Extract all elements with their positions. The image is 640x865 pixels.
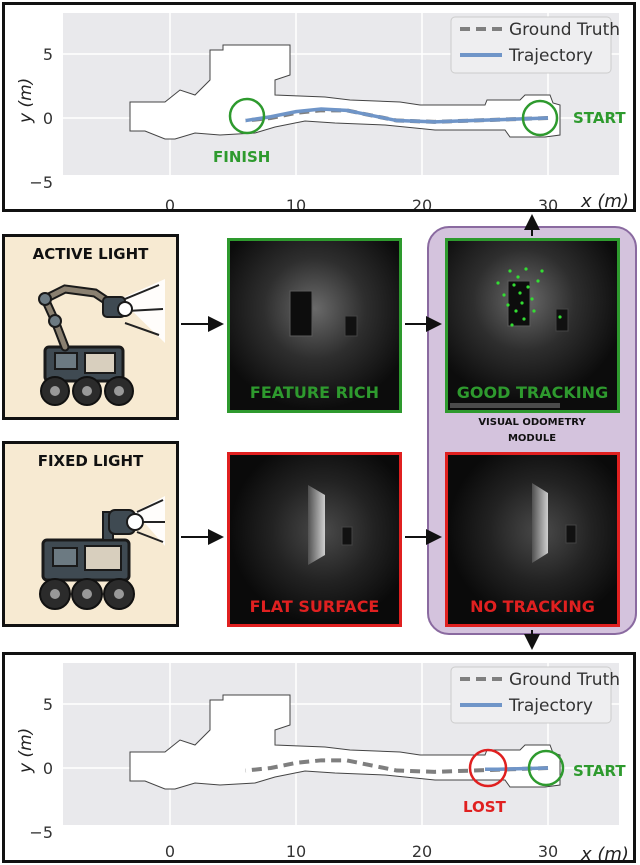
- legend-trajectory-label: Trajectory: [508, 696, 593, 716]
- legend: Ground Truth Trajectory: [450, 16, 620, 74]
- active-light-title: ACTIVE LIGHT: [32, 245, 149, 263]
- active-light-panel: ACTIVE LIGHT: [2, 234, 179, 420]
- lost-label: LOST: [463, 798, 507, 816]
- y-tick-label: −5: [29, 823, 53, 842]
- feature-rich-frame: FEATURE RICH: [227, 238, 402, 413]
- fixed-light-panel: FIXED LIGHT: [2, 441, 179, 627]
- x-tick-label: 10: [286, 842, 306, 860]
- legend-ground-truth-label: Ground Truth: [509, 20, 620, 40]
- visual-odometry-label: VISUAL ODOMETRY MODULE: [427, 415, 637, 447]
- robot-fixed-light-icon: [39, 496, 165, 610]
- legend-trajectory-label: Trajectory: [508, 46, 593, 66]
- x-tick-label: 30: [538, 196, 558, 209]
- finish-marker: [228, 97, 266, 135]
- x-tick-label: 0: [165, 842, 175, 860]
- x-tick-label: 20: [412, 842, 432, 860]
- y-tick-label: 0: [43, 759, 53, 778]
- y-axis-label: y (m): [16, 78, 36, 124]
- start-marker: [527, 749, 565, 787]
- no-features-image: [448, 455, 617, 624]
- series-group: [245, 107, 549, 124]
- finish-label: FINISH: [213, 148, 270, 166]
- series-group: [245, 758, 549, 774]
- x-tick-label: 20: [412, 196, 432, 209]
- no-tracking-frame: NO TRACKING: [445, 452, 620, 627]
- tick-group: 0 10 20 30 5 0 −5: [29, 45, 558, 209]
- fixed-light-title: FIXED LIGHT: [37, 452, 144, 470]
- y-tick-label: 5: [43, 695, 53, 714]
- x-tick-label: 0: [165, 196, 175, 209]
- good-tracking-caption: GOOD TRACKING: [456, 383, 609, 402]
- legend-ground-truth-label: Ground Truth: [509, 670, 620, 690]
- tracked-features-image: [448, 241, 617, 410]
- vo-label-line1: VISUAL ODOMETRY: [478, 417, 586, 428]
- good-tracking-frame: GOOD TRACKING: [445, 238, 620, 413]
- x-tick-label: 10: [286, 196, 306, 209]
- feature-rich-caption: FEATURE RICH: [249, 383, 380, 402]
- flat-surface-image: [230, 455, 399, 624]
- start-marker: [521, 99, 559, 137]
- start-label: START: [573, 109, 626, 127]
- start-label: START: [573, 762, 626, 780]
- tick-group: 0 10 20 30 5 0 −5: [29, 695, 558, 860]
- x-tick-label: 30: [538, 842, 558, 860]
- flat-surface-caption: FLAT SURFACE: [249, 597, 380, 616]
- x-axis-label: x (m): [580, 844, 629, 860]
- bottom-trajectory-plot: 0 10 20 30 5 0 −5 Ground Truth Trajectory STAR…: [2, 652, 636, 863]
- y-tick-label: −5: [29, 173, 53, 192]
- no-tracking-caption: NO TRACKING: [470, 597, 595, 616]
- y-tick-label: 5: [43, 45, 53, 64]
- trajectory-line: [485, 766, 549, 772]
- feature-points: [496, 267, 562, 327]
- y-tick-label: 0: [43, 109, 53, 128]
- corridor-image: [230, 241, 399, 410]
- robot-arm-light-icon: [38, 279, 165, 406]
- vo-label-line2: MODULE: [507, 433, 557, 444]
- trajectory-line: [245, 107, 549, 124]
- legend: Ground Truth Trajectory: [450, 666, 620, 724]
- floor-plan: [129, 694, 561, 790]
- ground-truth-line: [245, 758, 549, 774]
- y-axis-label: y (m): [16, 728, 36, 774]
- top-trajectory-plot: 0 10 20 30 5 0 −5 Ground Truth Trajectory STAR…: [2, 2, 636, 212]
- flat-surface-frame: FLAT SURFACE: [227, 452, 402, 627]
- bottom-plot-svg: 0 10 20 30 5 0 −5 Ground Truth Trajectory STAR…: [16, 663, 629, 860]
- x-axis-label: x (m): [580, 191, 629, 209]
- top-plot-svg: 0 10 20 30 5 0 −5 Ground Truth Trajectory STAR…: [16, 13, 629, 209]
- lost-marker: [468, 748, 508, 788]
